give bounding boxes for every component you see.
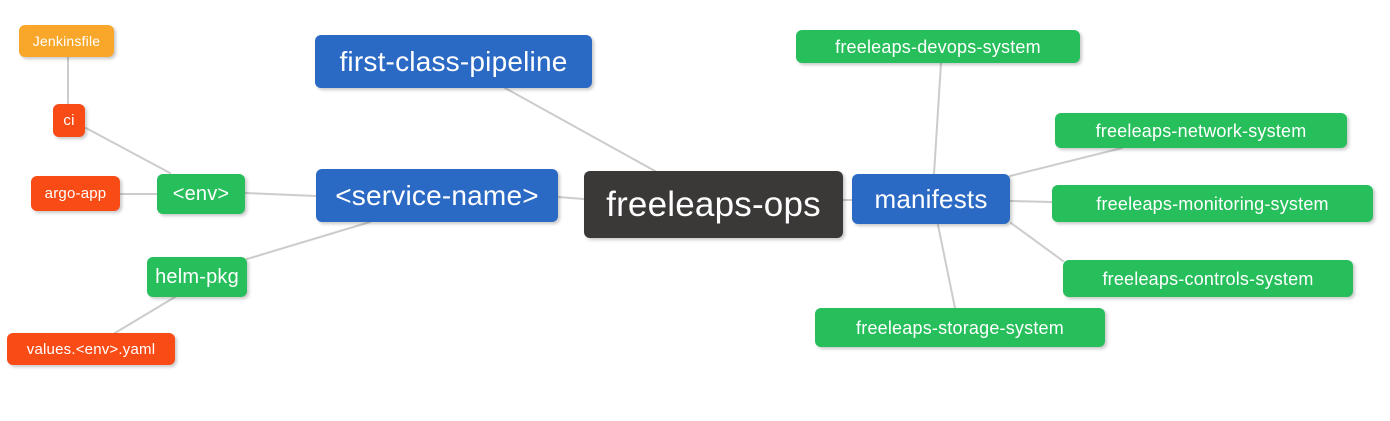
edge-manifests-controls-system [1010, 222, 1064, 262]
node-freeleaps-network-system[interactable]: freeleaps-network-system [1055, 113, 1347, 148]
node-env[interactable]: <env> [157, 174, 245, 214]
node-first-class-pipeline[interactable]: first-class-pipeline [315, 35, 592, 88]
node-service-name[interactable]: <service-name> [316, 169, 558, 222]
edge-helm-pkg-values-env-yaml [114, 296, 176, 334]
node-helm-pkg[interactable]: helm-pkg [147, 257, 247, 297]
node-freeleaps-monitoring-system[interactable]: freeleaps-monitoring-system [1052, 185, 1373, 222]
edge-first-class-pipeline-freeleaps-ops [504, 87, 656, 172]
edge-manifests-devops-system [933, 62, 942, 175]
edge-service-name-helm-pkg [246, 221, 371, 260]
edge-manifests-network-system [1009, 147, 1123, 177]
node-freeleaps-devops-system[interactable]: freeleaps-devops-system [796, 30, 1080, 63]
node-freeleaps-storage-system[interactable]: freeleaps-storage-system [815, 308, 1105, 347]
edge-ci-env [85, 127, 171, 174]
edge-manifests-monitoring-system [1009, 200, 1053, 203]
edge-env-service-name [244, 192, 317, 197]
edge-service-name-freeleaps-ops [557, 196, 585, 200]
node-argo-app[interactable]: argo-app [31, 176, 120, 211]
edge-manifests-storage-system [937, 224, 956, 309]
node-ci[interactable]: ci [53, 104, 85, 137]
node-freeleaps-ops[interactable]: freeleaps-ops [584, 171, 843, 238]
node-manifests[interactable]: manifests [852, 174, 1010, 224]
node-freeleaps-controls-system[interactable]: freeleaps-controls-system [1063, 260, 1353, 297]
node-values-env-yaml[interactable]: values.<env>.yaml [7, 333, 175, 365]
node-jenkinsfile[interactable]: Jenkinsfile [19, 25, 114, 57]
